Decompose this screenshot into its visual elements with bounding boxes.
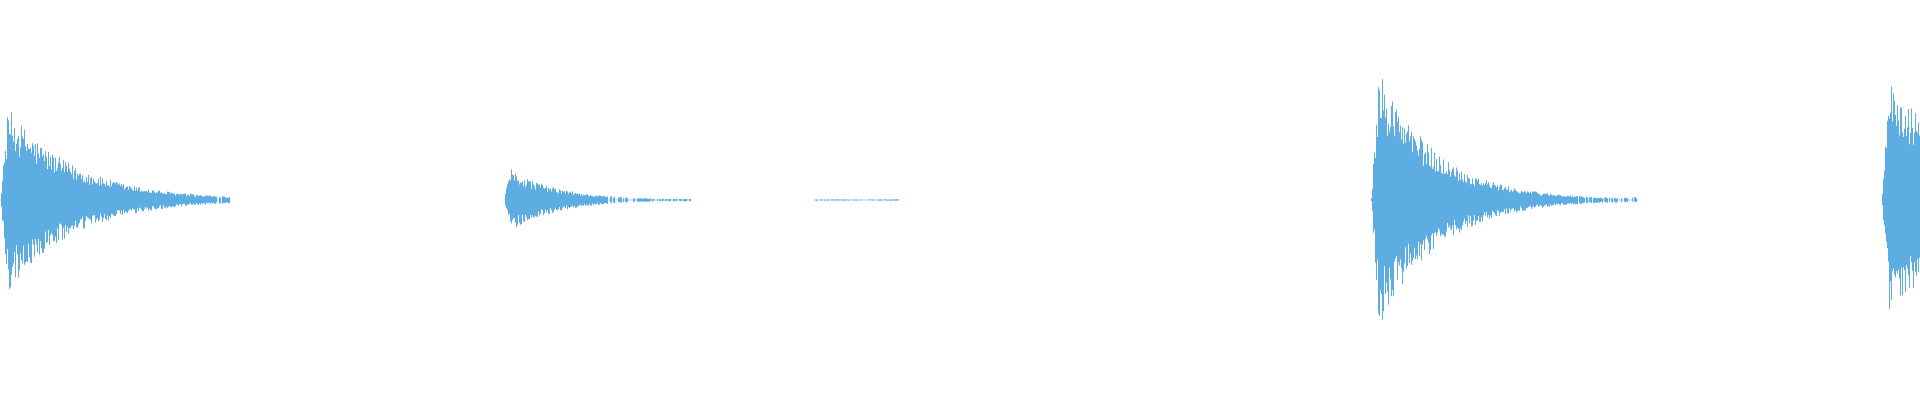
waveform-bars (0, 79, 1920, 320)
